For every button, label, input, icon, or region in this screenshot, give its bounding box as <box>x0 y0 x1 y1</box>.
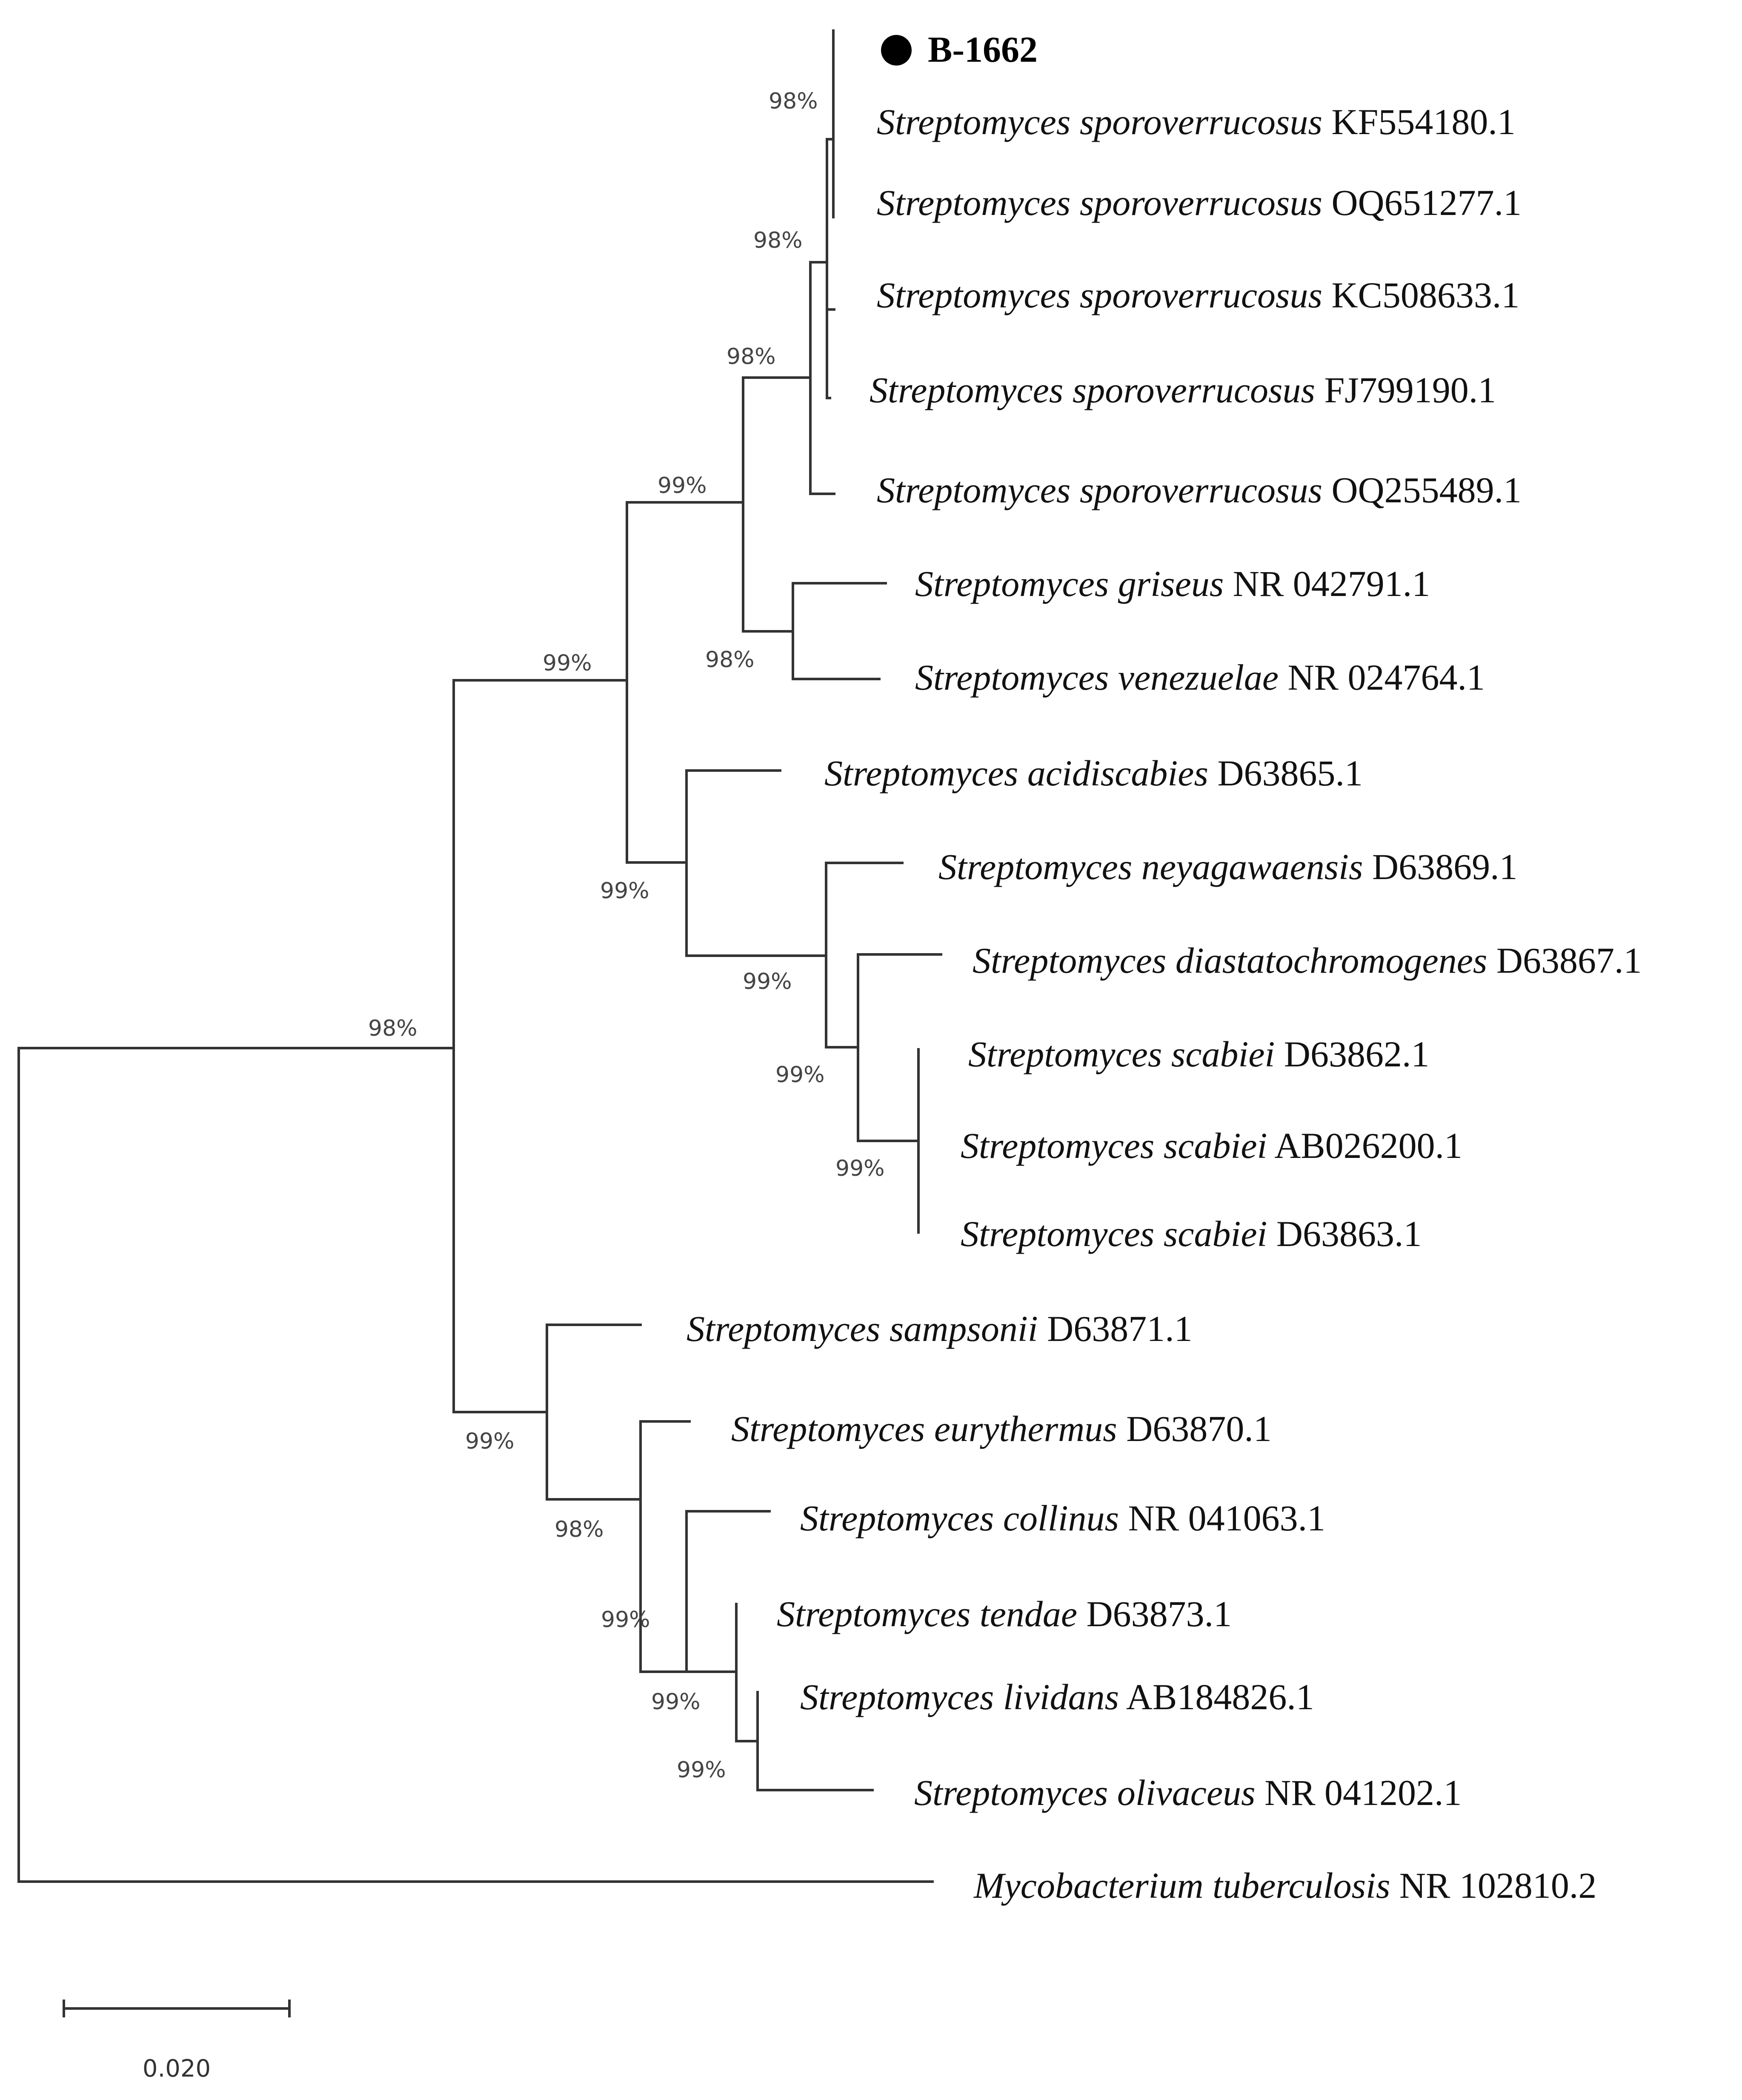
leaf-taxon: Streptomyces scabiei <box>968 1034 1275 1074</box>
leaf-accession: NR 024764.1 <box>1288 657 1485 698</box>
leaf-d63867: Streptomyces diastatochromogenes D63867.… <box>973 940 1642 981</box>
leaf-taxon: Streptomyces acidiscabies <box>824 753 1208 794</box>
leaf-accession: KF554180.1 <box>1331 101 1515 142</box>
bootstrap-node-g: 98% <box>705 647 755 673</box>
leaf-taxon: Streptomyces griseus <box>915 563 1224 604</box>
leaf-accession: D63873.1 <box>1087 1593 1232 1634</box>
leaf-accession: NR 041063.1 <box>1128 1498 1325 1538</box>
bootstrap-node-h: 99% <box>600 878 649 904</box>
bootstrap-node-j: 99% <box>775 1062 825 1088</box>
leaf-accession: OQ255489.1 <box>1331 470 1522 510</box>
leaf-accession: AB184826.1 <box>1126 1676 1314 1717</box>
leaf-kf554180: Streptomyces sporoverrucosus KF554180.1 <box>877 101 1516 142</box>
leaf-d63871: Streptomyces sampsonii D63871.1 <box>687 1308 1193 1349</box>
leaf-taxon: Streptomyces collinus <box>800 1498 1119 1538</box>
leaf-accession: OQ651277.1 <box>1331 182 1522 223</box>
leaf-taxon: Streptomyces scabiei <box>961 1213 1267 1254</box>
leaf-oq651277: Streptomyces sporoverrucosus OQ651277.1 <box>877 182 1522 223</box>
leaf-taxon: Streptomyces diastatochromogenes <box>973 940 1487 981</box>
scale-bar: 0.020 <box>63 2000 291 2083</box>
leaf-d63865: Streptomyces acidiscabies D63865.1 <box>824 753 1363 794</box>
leaf-taxon: Streptomyces sporoverrucosus <box>877 101 1322 142</box>
leaf-accession: D63869.1 <box>1372 846 1518 887</box>
leaf-d63870: Streptomyces eurythermus D63870.1 <box>731 1408 1272 1449</box>
bootstrap-node-n: 99% <box>601 1607 650 1633</box>
leaf-accession: KC508633.1 <box>1331 275 1519 315</box>
leaf-taxon: Streptomyces sporoverrucosus <box>877 275 1322 315</box>
leaf-ab026200: Streptomyces scabiei AB026200.1 <box>961 1125 1462 1166</box>
bootstrap-node-o: 99% <box>651 1689 701 1715</box>
leaf-d63863: Streptomyces scabiei D63863.1 <box>961 1213 1422 1254</box>
bootstrap-values: 98% 98% 98% 99% 98% 99% 99% 99% 99% 99% … <box>368 89 885 1783</box>
leaf-taxon: Mycobacterium tuberculosis <box>973 1865 1390 1906</box>
leaf-d63869: Streptomyces neyagawaensis D63869.1 <box>938 846 1518 887</box>
bootstrap-node-f: 98% <box>769 89 818 114</box>
leaf-accession: D63871.1 <box>1047 1308 1193 1349</box>
leaf-taxon: Streptomyces scabiei <box>961 1125 1267 1166</box>
leaf-taxon: Streptomyces eurythermus <box>731 1408 1117 1449</box>
leaf-taxon: Streptomyces sporoverrucosus <box>870 370 1315 410</box>
leaf-accession: D63862.1 <box>1284 1034 1430 1074</box>
bootstrap-node-p: 99% <box>677 1757 726 1783</box>
leaf-oq255489: Streptomyces sporoverrucosus OQ255489.1 <box>877 470 1522 510</box>
leaf-taxon: Streptomyces olivaceus <box>914 1772 1256 1813</box>
leaf-fj799190: Streptomyces sporoverrucosus FJ799190.1 <box>870 370 1496 410</box>
scale-bar-label: 0.020 <box>143 2055 211 2083</box>
bootstrap-node-m: 98% <box>555 1517 604 1542</box>
leaf-accession: D63867.1 <box>1496 940 1642 981</box>
leaf-nr041063: Streptomyces collinus NR 041063.1 <box>800 1498 1325 1538</box>
leaf-ab184826: Streptomyces lividans AB184826.1 <box>800 1676 1314 1717</box>
bootstrap-node-l: 99% <box>465 1429 515 1454</box>
leaf-nr024764: Streptomyces venezuelae NR 024764.1 <box>915 657 1485 698</box>
bootstrap-node-b: 99% <box>543 650 592 676</box>
leaf-taxon: Streptomyces lividans <box>800 1676 1119 1717</box>
leaf-accession: NR 042791.1 <box>1233 563 1430 604</box>
leaf-accession: D63863.1 <box>1276 1213 1422 1254</box>
bootstrap-node-c: 99% <box>658 473 707 498</box>
leaf-accession: FJ799190.1 <box>1324 370 1496 410</box>
leaf-nr042791: Streptomyces griseus NR 042791.1 <box>915 563 1430 604</box>
leaf-accession: NR 041202.1 <box>1264 1772 1462 1813</box>
bootstrap-node-i: 99% <box>743 969 792 994</box>
leaf-taxon: Streptomyces sporoverrucosus <box>877 470 1322 510</box>
leaf-nr041202: Streptomyces olivaceus NR 041202.1 <box>914 1772 1462 1813</box>
leaf-d63862: Streptomyces scabiei D63862.1 <box>968 1034 1430 1074</box>
tree-branches <box>17 29 942 1883</box>
bootstrap-node-a: 98% <box>368 1016 418 1041</box>
study-strain: B-1662 <box>881 29 1038 70</box>
leaf-accession: NR 102810.2 <box>1399 1865 1596 1906</box>
leaf-kc508633: Streptomyces sporoverrucosus KC508633.1 <box>877 275 1519 315</box>
leaf-nr102810: Mycobacterium tuberculosis NR 102810.2 <box>973 1865 1596 1906</box>
leaf-labels: Streptomyces sporoverrucosus KF554180.1 … <box>687 101 1642 1906</box>
leaf-taxon: Streptomyces venezuelae <box>915 657 1279 698</box>
leaf-accession: D63870.1 <box>1126 1408 1272 1449</box>
leaf-accession: D63865.1 <box>1217 753 1363 794</box>
leaf-accession: AB026200.1 <box>1274 1125 1462 1166</box>
strain-label: B-1662 <box>928 29 1038 70</box>
bootstrap-node-e: 98% <box>753 228 803 253</box>
strain-dot-icon <box>881 35 912 66</box>
leaf-taxon: Streptomyces neyagawaensis <box>938 846 1363 887</box>
leaf-taxon: Streptomyces sampsonii <box>687 1308 1038 1349</box>
leaf-d63873: Streptomyces tendae D63873.1 <box>777 1593 1232 1634</box>
bootstrap-node-k: 99% <box>835 1156 885 1181</box>
leaf-taxon: Streptomyces tendae <box>777 1593 1077 1634</box>
bootstrap-node-d: 98% <box>727 344 776 370</box>
leaf-taxon: Streptomyces sporoverrucosus <box>877 182 1322 223</box>
